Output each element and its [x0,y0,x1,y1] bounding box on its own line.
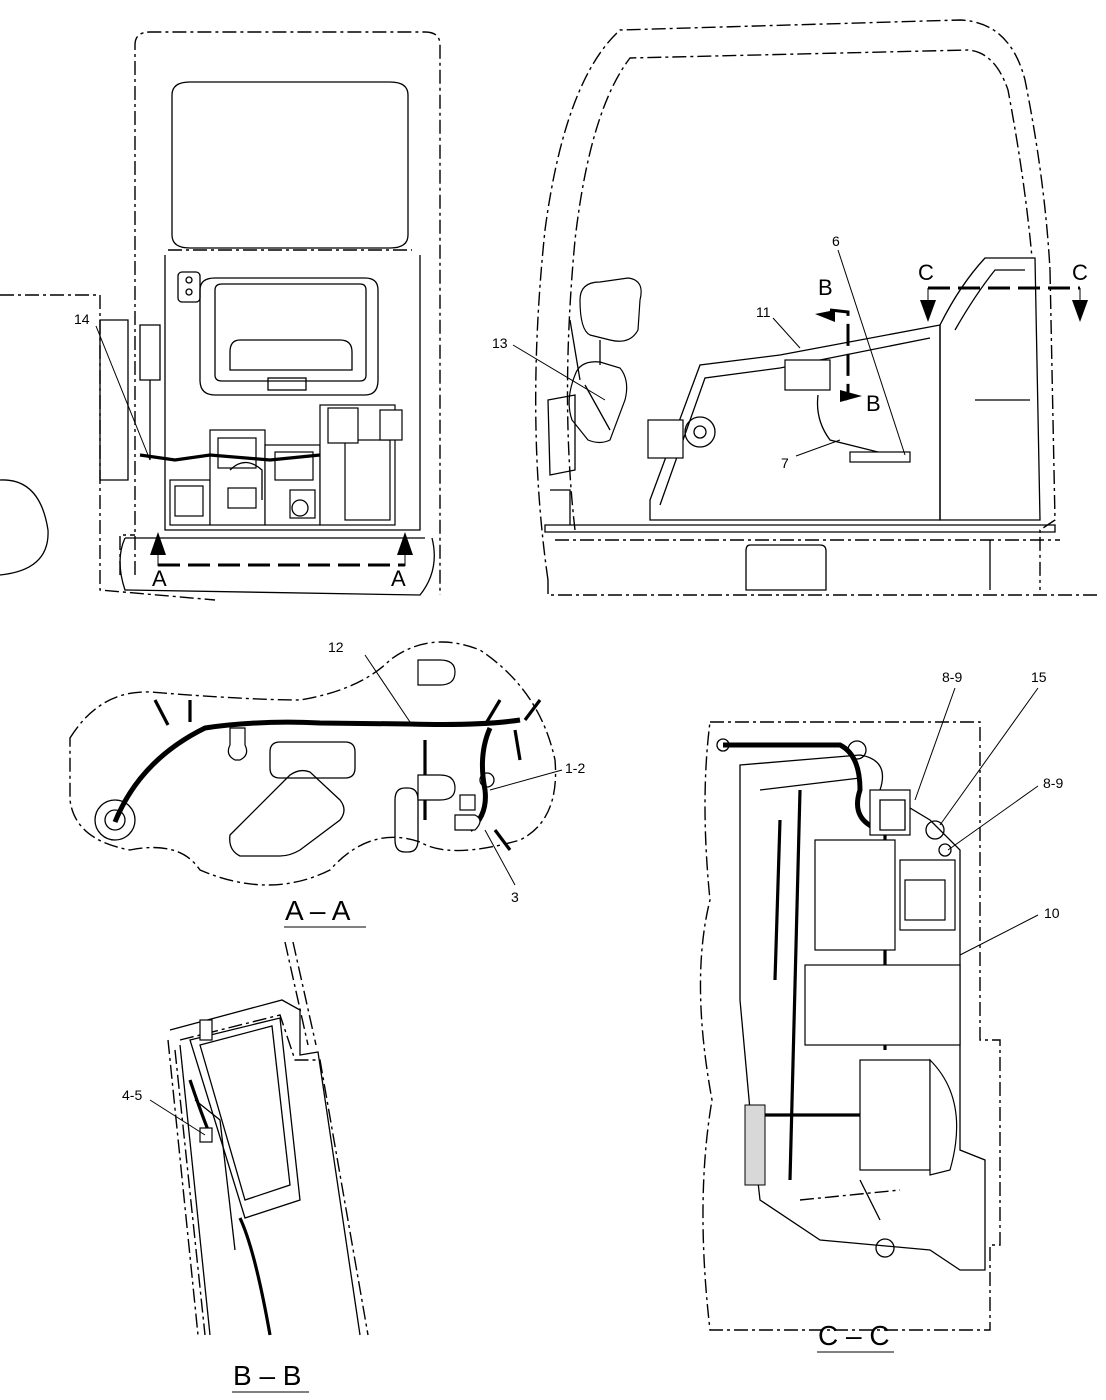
callout-10: 10 [1044,905,1060,921]
callout-3: 3 [511,889,519,905]
section-marker-b-bottom: B [866,391,881,416]
operator-seat [547,277,642,476]
electrical-equipment-cluster [139,404,403,526]
callout-14: 14 [74,311,90,327]
callout-6: 6 [832,233,840,249]
cab-side-view: B B C C 13 11 6 7 [492,19,1100,596]
section-c-c-view: 8-9 15 8-9 10 C – C [699,669,1063,1353]
section-marker-c-right: C [1072,260,1088,285]
section-title-a-a: A – A [285,895,351,926]
section-marker-b-top: B [818,275,833,300]
callout-1-2: 1-2 [565,760,585,776]
section-a-a-view: 12 1-2 3 A – A [69,639,585,928]
callout-12: 12 [328,639,344,655]
callout-7: 7 [781,455,789,471]
section-title-c-c: C – C [818,1320,890,1351]
air-conditioner-unit [744,789,961,1221]
section-marker-a-left: A [152,566,167,591]
section-b-b-view: 4-5 B – B [122,941,369,1393]
callout-13: 13 [492,335,508,351]
cab-rear-view: A A 14 [0,31,441,601]
section-marker-c-left: C [918,260,934,285]
callout-15: 15 [1031,669,1047,685]
callout-11: 11 [756,304,771,320]
callout-4-5: 4-5 [122,1087,142,1103]
callout-8-9-right: 8-9 [1043,775,1063,791]
callout-8-9-top: 8-9 [942,669,962,685]
section-marker-a-right: A [391,566,406,591]
section-title-b-b: B – B [233,1360,301,1391]
